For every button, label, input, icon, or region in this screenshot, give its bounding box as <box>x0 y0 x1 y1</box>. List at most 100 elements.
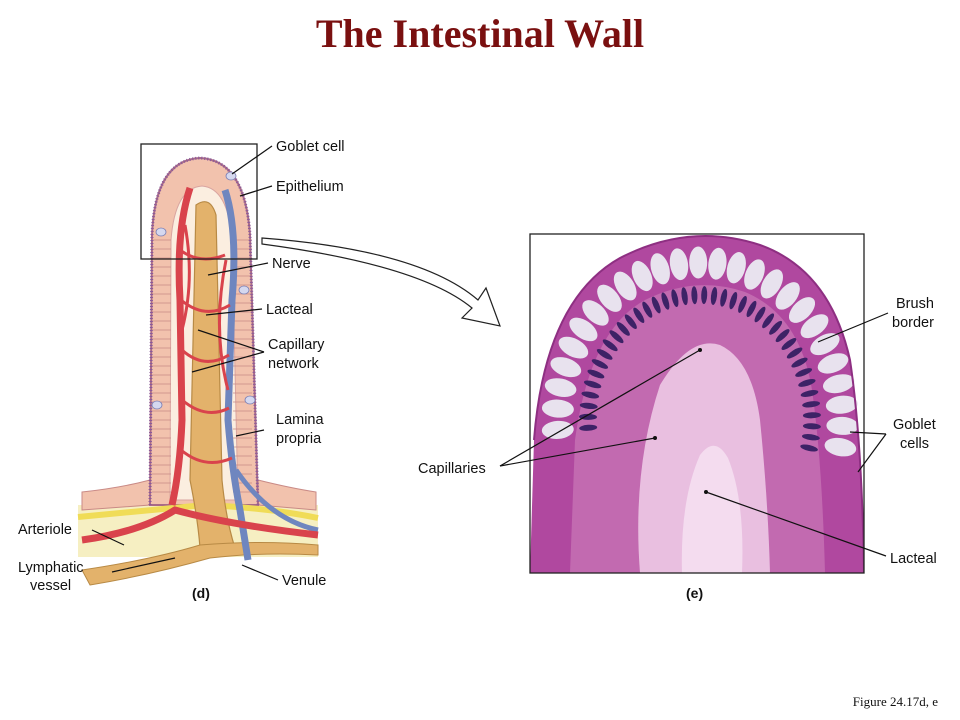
lacteal-lumen <box>681 445 743 573</box>
micrograph-nucleus <box>800 444 818 452</box>
micrograph-goblet-cell <box>760 269 783 299</box>
micrograph-nucleus <box>786 347 803 359</box>
micrograph-nucleus <box>769 320 783 335</box>
panel-e-leader-lines <box>499 312 889 557</box>
micrograph-frame <box>529 233 865 574</box>
label-goblet-cells-line2: cells <box>900 436 929 452</box>
micrograph-goblet-cell <box>825 395 858 414</box>
label-arteriole: Arteriole <box>18 522 72 538</box>
label-capillary-network-line1: Capillary <box>268 337 325 353</box>
micrograph-nucleus <box>781 338 797 350</box>
micrograph-nucleus <box>583 380 602 389</box>
micrograph-nucleus <box>691 286 698 305</box>
micrograph-nucleus <box>681 287 688 306</box>
micrograph-nucleus <box>710 287 718 305</box>
label-lacteal-e: Lacteal <box>890 551 937 567</box>
label-lamina-propria-line2: propria <box>276 431 322 447</box>
micrograph-nucleus <box>591 359 609 369</box>
lacteal-marker <box>704 490 708 494</box>
micrograph-goblet-cell <box>597 284 622 312</box>
micrograph-goblet-cell <box>550 357 582 378</box>
micrograph-nucleus <box>661 292 670 310</box>
micrograph-nucleus <box>729 291 738 310</box>
micrograph-nucleus <box>671 289 679 307</box>
micrograph-nucleus <box>802 401 821 408</box>
micrograph-nucleus <box>624 314 637 330</box>
micrograph-nucleus <box>800 390 819 397</box>
micrograph-goblet-cell <box>744 259 765 290</box>
micrograph-nucleus <box>579 402 598 410</box>
label-venule: Venule <box>282 573 326 589</box>
micrograph-nucleus <box>795 368 813 377</box>
micrograph-nucleus <box>802 423 821 430</box>
goblet-cell-shape <box>238 285 250 295</box>
micrograph-goblet-cell <box>613 271 637 301</box>
epithelium-base-left <box>81 479 151 511</box>
micrograph-nucleus <box>798 378 816 387</box>
panel-e-tag: (e) <box>686 585 703 601</box>
micrograph-goblet-cell <box>822 374 855 394</box>
label-epithelium: Epithelium <box>276 179 344 195</box>
micrograph-goblet-cell <box>810 333 840 356</box>
slide-title: The Intestinal Wall <box>315 11 645 56</box>
micrograph-goblet-cell <box>788 297 816 323</box>
arteriole-vessel <box>168 186 194 506</box>
micrograph-goblet-cell <box>582 300 609 326</box>
micrograph-nucleus <box>746 300 757 318</box>
label-goblet-cell: Goblet cell <box>276 139 345 155</box>
label-lamina-propria-line1: Lamina <box>276 412 324 428</box>
arteriole-vessel <box>81 506 319 544</box>
micrograph-nucleus <box>802 412 821 419</box>
micrograph-nucleus <box>587 369 605 379</box>
micrograph-nucleus <box>642 301 653 318</box>
micrograph-nucleus <box>596 349 613 360</box>
micrograph-nucleus <box>701 286 708 305</box>
panel-d-tag: (d) <box>192 585 210 601</box>
micrograph-nucleus <box>633 307 645 324</box>
micrograph-goblet-cell <box>558 336 589 359</box>
micrograph-goblet-cell <box>726 252 746 284</box>
nuclei-micrograph <box>579 286 821 452</box>
micrograph-goblet-cell <box>824 437 857 457</box>
micrograph-nucleus <box>602 339 618 352</box>
micrograph-goblet-cell <box>800 314 829 339</box>
micrograph-nucleus <box>651 296 661 314</box>
label-nerve: Nerve <box>272 256 311 272</box>
micrograph-nucleus <box>738 295 747 313</box>
enlargement-arrow <box>261 237 501 327</box>
micrograph-nucleus <box>791 357 808 368</box>
micrograph-nucleus <box>720 288 728 307</box>
micrograph-nucleus <box>754 306 766 323</box>
label-lymphatic-vessel-line1: Lymphatic <box>18 560 84 576</box>
micrograph-goblet-cell <box>569 317 598 342</box>
lymphatic-vessel-shape <box>81 542 319 586</box>
label-capillaries: Capillaries <box>418 461 486 477</box>
micrograph-nucleus <box>775 329 790 343</box>
label-lacteal-d: Lacteal <box>266 302 313 318</box>
figure-reference: Figure 24.17d, e <box>852 694 938 709</box>
label-brush-border-line2: border <box>892 315 934 331</box>
goblet-cell-shape <box>151 400 163 410</box>
micrograph-goblet-cell <box>541 399 574 418</box>
villus-illustration <box>77 143 319 586</box>
goblet-cell-shape <box>244 395 256 405</box>
label-capillary-network-line2: network <box>268 356 320 372</box>
venule-vessel <box>221 188 252 561</box>
micrograph-goblet-cell <box>541 420 574 439</box>
label-goblet-cells-line1: Goblet <box>893 417 936 433</box>
micrograph-nucleus <box>609 330 624 344</box>
micrograph-goblet-cell <box>669 248 689 281</box>
micrograph-nucleus <box>801 433 820 441</box>
micrograph-goblet-cell <box>689 246 708 279</box>
micrograph-goblet-cell <box>826 416 859 435</box>
goblet-cell-shape <box>155 227 167 237</box>
micrograph-goblet-cell <box>817 353 849 374</box>
micrograph-nucleus <box>762 313 775 329</box>
micrograph-nucleus <box>579 413 597 420</box>
brush-border-edge <box>533 235 864 573</box>
micrograph-nucleus <box>581 391 600 399</box>
panel-d-leader-lines <box>91 145 279 581</box>
micrograph-goblet-cell <box>631 260 653 292</box>
micrograph-goblet-cell <box>708 247 727 280</box>
